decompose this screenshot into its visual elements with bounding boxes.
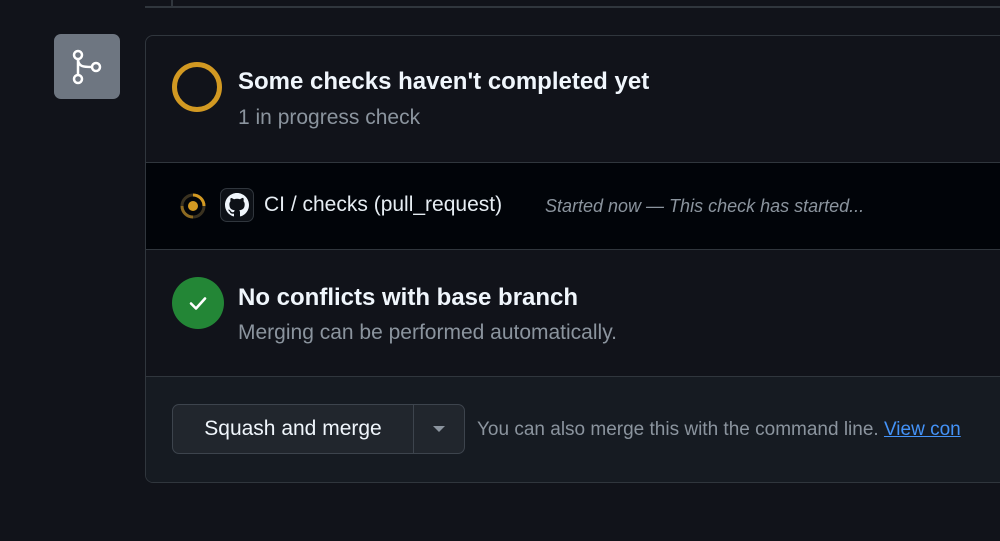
command-line-text: You can also merge this with the command… — [477, 419, 879, 440]
checks-title: Some checks haven't completed yet — [238, 68, 650, 95]
success-status-icon — [172, 277, 224, 329]
conflicts-summary: No conflicts with base branch Merging ca… — [146, 250, 1000, 377]
check-icon — [189, 297, 207, 310]
in-progress-icon — [180, 193, 206, 219]
conflicts-title: No conflicts with base branch — [238, 284, 579, 311]
pending-status-icon — [172, 62, 222, 112]
check-run-status: Started now — This check has started... — [545, 196, 865, 216]
triangle-down-icon — [433, 426, 445, 432]
checks-summary: Some checks haven't completed yet 1 in p… — [146, 36, 1000, 163]
check-run-row[interactable]: CI / checks (pull_request) Started now —… — [146, 163, 1000, 250]
merge-button-group: Squash and merge — [172, 404, 465, 454]
conflicts-subtitle: Merging can be performed automatically. — [238, 321, 617, 344]
divider — [171, 0, 173, 6]
merge-status-badge — [54, 34, 120, 99]
squash-and-merge-button[interactable]: Squash and merge — [173, 405, 414, 453]
merge-actions: Squash and merge You can also merge this… — [146, 377, 1000, 482]
check-run-name[interactable]: CI / checks (pull_request) — [264, 193, 503, 216]
merge-box: Some checks haven't completed yet 1 in p… — [145, 35, 1000, 483]
checks-subtitle: 1 in progress check — [238, 106, 421, 129]
merge-method-dropdown[interactable] — [414, 405, 464, 453]
command-line-hint: You can also merge this with the command… — [477, 419, 961, 441]
github-icon — [220, 188, 254, 222]
previous-timeline-box — [145, 0, 1000, 8]
git-merge-icon — [72, 49, 102, 84]
command-line-link[interactable]: View con — [883, 419, 961, 440]
